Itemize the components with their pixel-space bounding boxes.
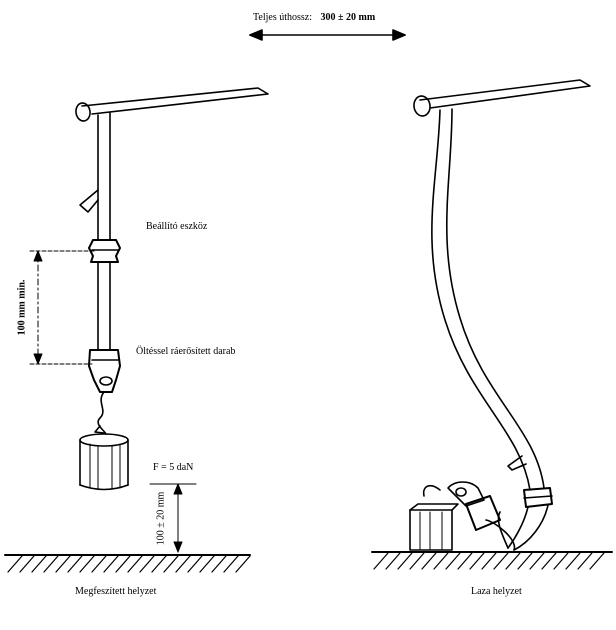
ground-hatch-line: [541, 552, 557, 570]
height-dimension: [149, 483, 197, 553]
ground-hatch-line: [31, 555, 47, 573]
length-double-arrow: [249, 29, 406, 41]
ground-hatch-line: [529, 552, 545, 570]
left-anchor-bar: [75, 87, 269, 122]
right-adjuster: [507, 487, 553, 551]
ground-hatch-line: [235, 555, 251, 573]
sewn-part-label: Öltéssel ráerősített darab: [136, 346, 236, 357]
tensioned-caption: Megfeszített helyzet: [75, 586, 157, 597]
weight-cylinder: [79, 433, 129, 491]
total-length-text: Teljes úthossz:: [253, 12, 313, 23]
ground-hatch-line: [469, 552, 485, 570]
ground-hatch-line: [493, 552, 509, 570]
left-strap: [79, 112, 111, 351]
ground-hatch-line: [223, 555, 239, 573]
sewn-buckle: [88, 349, 121, 435]
ground-hatch-line: [91, 555, 107, 573]
ground-hatch-line: [577, 552, 593, 570]
ground-hatch-line: [445, 552, 461, 570]
ground-hatch-line: [103, 555, 119, 573]
ground-hatch-line: [421, 552, 437, 570]
ground-hatch-line: [175, 555, 191, 573]
ground-hatch-line: [385, 552, 401, 570]
force-label: F = 5 daN: [153, 462, 194, 473]
right-slack-strap: [431, 108, 545, 491]
ground-hatch-line: [373, 552, 389, 570]
ground-hatch-line: [505, 552, 521, 570]
total-length-label: Teljes úthossz: 300 ± 20 mm: [253, 12, 375, 24]
ground-hatch-line: [139, 555, 155, 573]
ground-hatch-line: [553, 552, 569, 570]
ground-hatch-line: [43, 555, 59, 573]
ground-hatch-line: [127, 555, 143, 573]
ground-hatch-line: [79, 555, 95, 573]
total-length-value: 300 ± 20 mm: [320, 12, 376, 23]
ground-hatch-line: [151, 555, 167, 573]
slack-caption: Laza helyzet: [471, 586, 522, 597]
ground-hatch-line: [199, 555, 215, 573]
ground-hatch-line: [565, 552, 581, 570]
ground-hatch-line: [187, 555, 203, 573]
ground-hatch-line: [211, 555, 227, 573]
ground-hatch-line: [397, 552, 413, 570]
ground-hatch-line: [457, 552, 473, 570]
right-ground-loop: [485, 511, 516, 551]
right-ground: [371, 551, 613, 570]
ground-hatch-line: [409, 552, 425, 570]
right-anchor-bar: [413, 79, 591, 117]
ground-hatch-line: [163, 555, 179, 573]
ground-hatch-line: [55, 555, 71, 573]
height-label: 100 ± 20 mm: [155, 491, 167, 546]
right-buckle: [422, 481, 501, 531]
ground-hatch-line: [517, 552, 533, 570]
ground-hatch-line: [7, 555, 23, 573]
ground-hatch-line: [19, 555, 35, 573]
adjuster-label: Beállító eszköz: [146, 221, 208, 232]
min-length-dimension: [29, 250, 95, 365]
ground-hatch-line: [67, 555, 83, 573]
right-weight: [409, 503, 459, 551]
ground-hatch-line: [589, 552, 605, 570]
ground-hatch-line: [481, 552, 497, 570]
left-ground: [4, 554, 251, 573]
min-length-label: 100 mm min.: [16, 279, 28, 336]
ground-hatch-line: [433, 552, 449, 570]
ground-hatch-line: [115, 555, 131, 573]
